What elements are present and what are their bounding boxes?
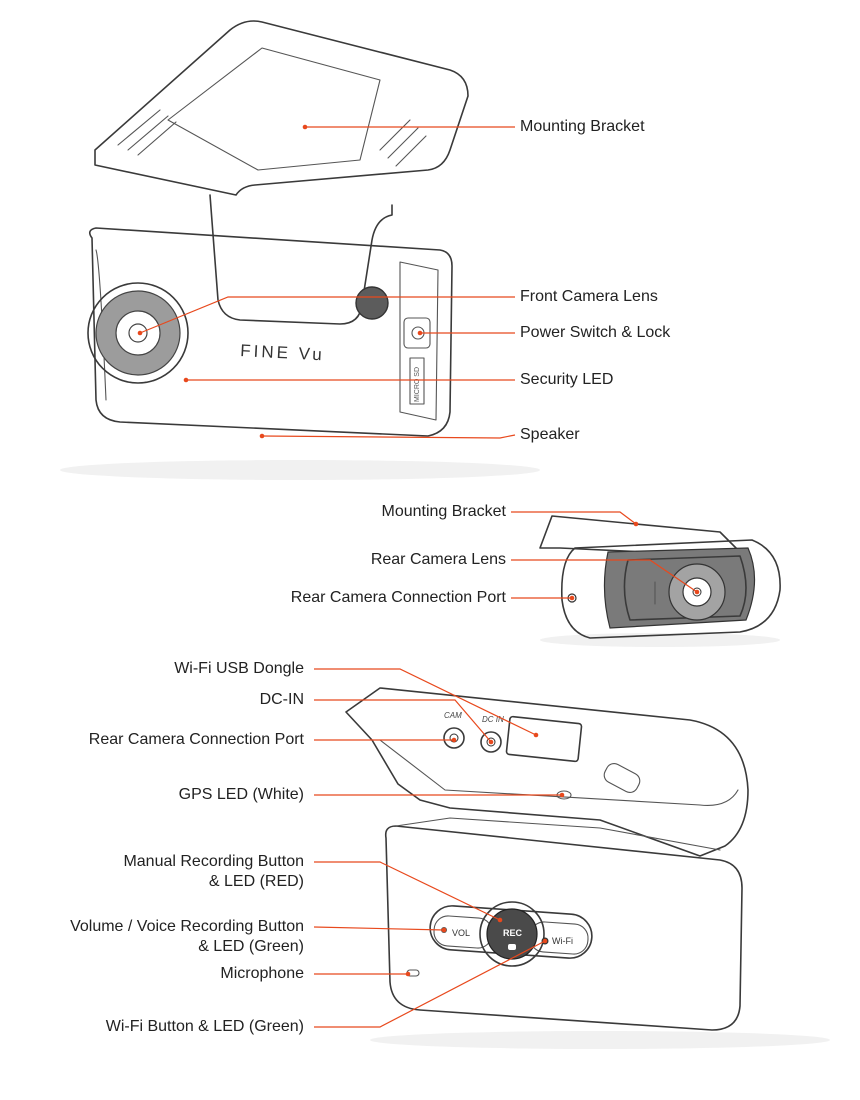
vol-button-text: VOL xyxy=(452,928,470,938)
hinge-bolt xyxy=(355,286,389,320)
leader-mounting-bracket-front-dot xyxy=(302,124,308,130)
label-mounting-bracket-rear: Mounting Bracket xyxy=(381,503,506,520)
cam-port-text: CAM xyxy=(444,711,462,720)
brand-logo: FINE Vu xyxy=(240,341,325,364)
leader-microphone-dot xyxy=(405,971,411,977)
leader-rear-camera-connection-port-cam-dot xyxy=(569,595,575,601)
rear-unit-body-top xyxy=(395,817,721,851)
label-volume-voice: Volume / Voice Recording Button & LED (G… xyxy=(70,917,304,957)
leader-dc-in xyxy=(314,699,492,743)
bracket-vent-slots xyxy=(117,109,427,167)
label-power-switch-lock: Power Switch & Lock xyxy=(520,324,671,341)
front-unit-illustration: MICRO SD FINE Vu xyxy=(60,20,540,480)
rear-camera-housing xyxy=(560,539,781,639)
micro-sd-slot xyxy=(409,357,425,405)
label-front-camera-lens: Front Camera Lens xyxy=(520,288,658,305)
leader-speaker-dot xyxy=(259,433,265,439)
leader-volume-voice xyxy=(313,926,445,931)
leader-wifi-usb-dongle xyxy=(314,668,537,736)
label-wifi-usb-dongle: Wi-Fi USB Dongle xyxy=(174,660,304,677)
label-manual-recording-line1: Manual Recording Button xyxy=(123,853,304,870)
leader-power-switch-lock-dot xyxy=(417,330,423,336)
rear-camera-face xyxy=(623,555,747,621)
mounting-bracket-shape xyxy=(94,20,469,196)
rear-unit-body xyxy=(384,825,743,1031)
leader-speaker xyxy=(261,434,516,439)
label-volume-voice-line2: & LED (Green) xyxy=(198,938,304,955)
rear-unit-bracket-edge xyxy=(379,739,739,806)
rec-button-text: REC xyxy=(503,928,523,938)
front-unit-shadow xyxy=(60,460,540,480)
leader-wifi-usb-dongle-dot xyxy=(533,732,539,738)
front-body-shape xyxy=(88,227,453,437)
leader-rear-camera-connection-port-unit-dot xyxy=(451,737,457,743)
rec-led-shape xyxy=(508,944,516,950)
cam-port-shape xyxy=(443,727,465,749)
label-manual-recording-line2: & LED (RED) xyxy=(208,873,304,890)
side-button-shape xyxy=(603,762,641,794)
label-gps-led: GPS LED (White) xyxy=(178,786,304,803)
bracket-neck xyxy=(209,194,393,325)
label-manual-recording: Manual Recording Button & LED (RED) xyxy=(123,852,304,892)
label-rear-camera-lens: Rear Camera Lens xyxy=(370,551,506,568)
label-mounting-bracket-front: Mounting Bracket xyxy=(520,118,645,135)
label-rear-camera-connection-port-unit: Rear Camera Connection Port xyxy=(88,731,304,748)
rear-camera-illustration xyxy=(539,515,781,647)
rear-unit-bracket xyxy=(345,687,749,857)
leader-mounting-bracket-rear-dot xyxy=(633,521,639,527)
leader-dc-in-dot xyxy=(488,739,494,745)
bracket-inner-pad xyxy=(167,47,381,171)
leader-front-camera-lens xyxy=(139,296,515,334)
label-speaker: Speaker xyxy=(520,426,580,443)
leader-mounting-bracket-rear xyxy=(511,511,637,525)
leader-rear-camera-lens-dot xyxy=(694,589,700,595)
leader-wifi-button-led xyxy=(314,940,546,1028)
leader-wifi-button-led-dot xyxy=(542,938,548,944)
label-wifi-button-led: Wi-Fi Button & LED (Green) xyxy=(105,1018,304,1035)
wifi-dongle-shape xyxy=(505,715,583,763)
wifi-button-text: Wi-Fi xyxy=(552,936,573,946)
label-microphone: Microphone xyxy=(220,965,304,982)
rear-camera-shadow xyxy=(540,633,780,647)
label-rear-camera-connection-port-cam: Rear Camera Connection Port xyxy=(290,589,506,606)
leader-manual-recording-dot xyxy=(497,917,503,923)
label-security-led: Security LED xyxy=(520,371,614,388)
leader-lines xyxy=(137,124,700,1028)
rec-button-ring xyxy=(479,901,545,967)
leader-manual-recording xyxy=(314,861,501,921)
rear-unit-shadow xyxy=(370,1031,830,1049)
label-dc-in: DC-IN xyxy=(259,691,304,708)
leader-security-led-dot xyxy=(183,377,189,383)
front-lens-ring-outer xyxy=(87,282,189,384)
leader-rear-camera-lens xyxy=(511,559,698,593)
micro-sd-text: MICRO SD xyxy=(414,367,421,402)
leader-volume-voice-dot xyxy=(441,927,447,933)
dc-port-shape xyxy=(480,731,502,753)
rear-unit-illustration: CAM DC IN REC VOL Wi-Fi xyxy=(345,687,830,1049)
leader-front-camera-lens-dot xyxy=(137,330,143,336)
dc-port-text: DC IN xyxy=(482,715,504,724)
label-volume-voice-line1: Volume / Voice Recording Button xyxy=(70,918,304,935)
front-body-side xyxy=(399,261,439,421)
leader-gps-led-dot xyxy=(559,792,565,798)
